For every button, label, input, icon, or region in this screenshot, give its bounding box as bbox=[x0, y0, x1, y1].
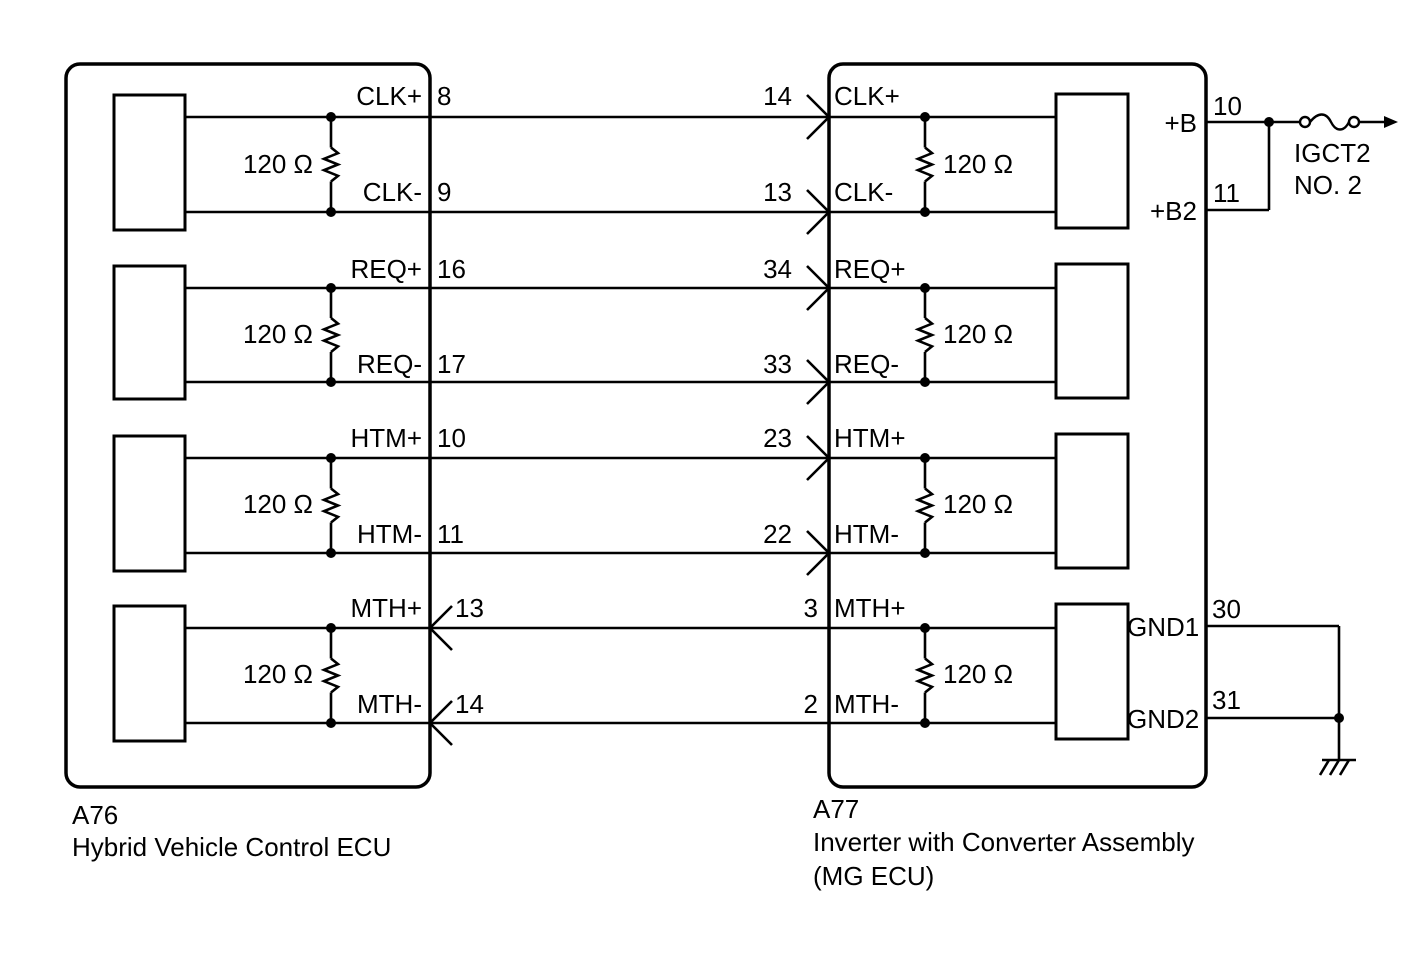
left-ecu-name: Hybrid Vehicle Control ECU bbox=[72, 832, 391, 862]
left-resistor-icon bbox=[320, 657, 342, 694]
arrow-left-icon bbox=[428, 605, 453, 651]
left-pin-14: 14 bbox=[455, 689, 484, 719]
right-resistor-value-mth: 120 Ω bbox=[943, 659, 1013, 689]
left-resistor-value-req: 120 Ω bbox=[243, 319, 313, 349]
left-ecu-outline bbox=[64, 62, 432, 789]
arrow-right-icon bbox=[806, 189, 831, 235]
left-ecu-code: A76 bbox=[72, 800, 118, 830]
right-resistor-icon bbox=[914, 487, 936, 524]
right-pin-2: 2 bbox=[804, 689, 818, 719]
right-transceiver-htm bbox=[1054, 432, 1130, 570]
gnd2-pin: 31 bbox=[1212, 685, 1241, 715]
right-pin-34: 34 bbox=[763, 254, 792, 284]
left-transceiver-req bbox=[112, 264, 187, 401]
right-resistor-icon bbox=[914, 657, 936, 694]
left-resistor-value-htm: 120 Ω bbox=[243, 489, 313, 519]
left-pin-13: 13 bbox=[455, 593, 484, 623]
left-label-htm-minus: HTM- bbox=[357, 519, 422, 549]
right-ecu-name-line2: (MG ECU) bbox=[813, 861, 934, 891]
left-label-htm-plus: HTM+ bbox=[351, 423, 423, 453]
left-transceiver-clk bbox=[112, 93, 187, 232]
plus-b-pin: 10 bbox=[1213, 91, 1242, 121]
ground-junction-dot bbox=[1334, 713, 1344, 723]
left-label-req-plus: REQ+ bbox=[350, 254, 422, 284]
left-transceiver-mth bbox=[112, 604, 187, 743]
ground-icon bbox=[1318, 758, 1356, 776]
left-resistor-value-clk: 120 Ω bbox=[243, 149, 313, 179]
right-transceiver-mth-gnd bbox=[1054, 602, 1130, 741]
right-pin-23: 23 bbox=[763, 423, 792, 453]
right-resistor-value-htm: 120 Ω bbox=[943, 489, 1013, 519]
right-label-mth-minus: MTH- bbox=[834, 689, 899, 719]
gnd1-pin: 30 bbox=[1212, 594, 1241, 624]
right-resistor-value-req: 120 Ω bbox=[943, 319, 1013, 349]
signal-labels: CLK+ 8 14 CLK+ CLK- 9 13 CLK- REQ+ 16 34… bbox=[350, 81, 905, 719]
gnd2-label: GND2 bbox=[1127, 704, 1199, 734]
fuse-icon bbox=[1309, 113, 1351, 131]
arrow-left-icon bbox=[428, 700, 453, 746]
fuse-name-line2: NO. 2 bbox=[1294, 170, 1362, 200]
right-pin-3: 3 bbox=[804, 593, 818, 623]
right-label-mth-plus: MTH+ bbox=[834, 593, 906, 623]
right-pin-13: 13 bbox=[763, 177, 792, 207]
left-resistor-icon bbox=[320, 146, 342, 183]
power-arrow-icon bbox=[1384, 116, 1398, 128]
left-pin-10: 10 bbox=[437, 423, 466, 453]
right-label-htm-minus: HTM- bbox=[834, 519, 899, 549]
plus-b-label: +B bbox=[1164, 108, 1197, 138]
right-resistor-icon bbox=[914, 146, 936, 183]
right-ecu-name-line1: Inverter with Converter Assembly bbox=[813, 827, 1194, 857]
plus-b2-pin: 11 bbox=[1213, 178, 1240, 208]
arrow-right-icon bbox=[806, 435, 831, 481]
left-transceiver-htm bbox=[112, 434, 187, 573]
arrow-right-icon bbox=[806, 265, 831, 311]
ground-circuit: GND1 30 GND2 31 bbox=[1127, 594, 1356, 776]
left-label-req-minus: REQ- bbox=[357, 349, 422, 379]
plus-b2-label: +B2 bbox=[1150, 196, 1197, 226]
fuse-terminal-right bbox=[1347, 115, 1361, 129]
gnd1-label: GND1 bbox=[1127, 612, 1199, 642]
left-pin-11: 11 bbox=[437, 519, 464, 549]
left-pin-17: 17 bbox=[437, 349, 466, 379]
left-label-clk-minus: CLK- bbox=[363, 177, 422, 207]
right-label-clk-plus: CLK+ bbox=[834, 81, 900, 111]
arrow-right-icon bbox=[806, 94, 831, 140]
power-circuit: +B 10 +B2 11 IGCT2 NO. 2 bbox=[1150, 91, 1398, 226]
signal-wires bbox=[185, 94, 1056, 746]
right-transceiver-clk bbox=[1054, 92, 1130, 230]
right-pin-33: 33 bbox=[763, 349, 792, 379]
right-label-htm-plus: HTM+ bbox=[834, 423, 906, 453]
left-label-mth-minus: MTH- bbox=[357, 689, 422, 719]
right-pin-14: 14 bbox=[763, 81, 792, 111]
fuse-terminal-left bbox=[1298, 115, 1312, 129]
right-ecu-code: A77 bbox=[813, 794, 859, 824]
right-transceiver-req bbox=[1054, 262, 1130, 400]
arrow-right-icon bbox=[806, 530, 831, 576]
right-label-req-plus: REQ+ bbox=[834, 254, 906, 284]
left-pin-9: 9 bbox=[437, 177, 451, 207]
left-pin-8: 8 bbox=[437, 81, 451, 111]
left-resistor-icon bbox=[320, 487, 342, 524]
right-ecu-outline bbox=[827, 62, 1208, 789]
resistor-labels: 120 Ω 120 Ω 120 Ω 120 Ω 120 Ω 120 Ω 120 … bbox=[243, 149, 1013, 689]
left-pin-16: 16 bbox=[437, 254, 466, 284]
left-resistor-value-mth: 120 Ω bbox=[243, 659, 313, 689]
left-resistor-icon bbox=[320, 316, 342, 354]
right-resistor-icon bbox=[914, 316, 936, 354]
right-label-req-minus: REQ- bbox=[834, 349, 899, 379]
right-resistor-value-clk: 120 Ω bbox=[943, 149, 1013, 179]
right-label-clk-minus: CLK- bbox=[834, 177, 893, 207]
left-label-clk-plus: CLK+ bbox=[356, 81, 422, 111]
arrow-right-icon bbox=[806, 359, 831, 405]
left-label-mth-plus: MTH+ bbox=[351, 593, 423, 623]
fuse-name-line1: IGCT2 bbox=[1294, 138, 1371, 168]
power-junction-dot bbox=[1264, 117, 1274, 127]
right-pin-22: 22 bbox=[763, 519, 792, 549]
